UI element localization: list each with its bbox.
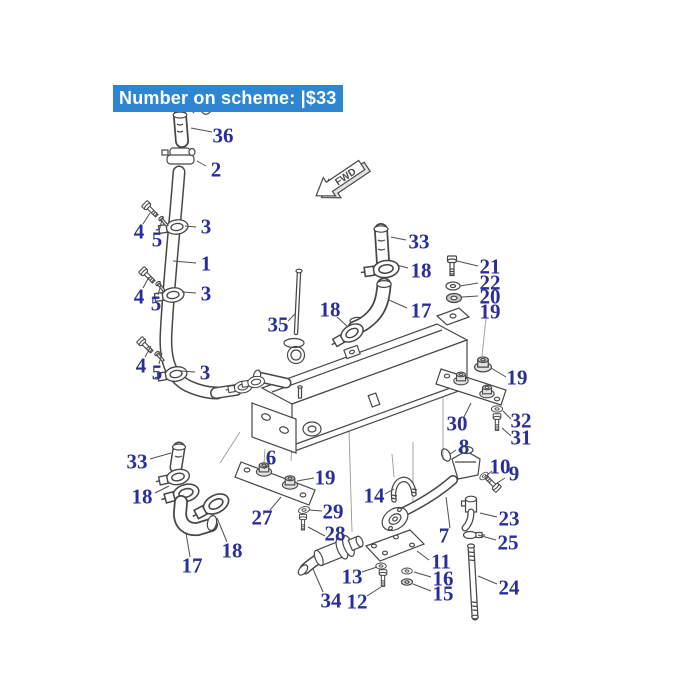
part-number-label: 5 [151,360,163,385]
part-number-label: 30 [446,411,468,436]
part-number-label: 29 [322,499,344,524]
tube-7-assembly [364,445,503,587]
part-number-label: 31 [510,425,532,450]
part-number-label: 19 [506,365,528,390]
part-number-label: 18 [131,484,153,509]
clamp-18 [327,319,368,353]
fitting-rod-assembly [460,495,485,621]
bracket-27-assembly [234,461,316,506]
part-number-label: 9 [508,461,520,486]
right-mount-stack [435,255,507,431]
part-number-label: 36 [212,123,234,148]
part-number-label: 20 [479,284,501,309]
part-number-label: 5 [151,227,163,252]
washer-16 [401,567,413,575]
part-number-label: 3 [200,214,212,239]
part-number-label: 17 [181,553,203,578]
bolt-12 [378,569,388,587]
tube-7-flange [381,506,409,532]
lower-hose-set [153,441,233,537]
bolt-4 [135,335,156,356]
part-number-label: 35 [267,312,289,337]
part-number-label: 5 [150,291,162,316]
grommet-19 [281,475,299,490]
washer-32 [490,405,504,413]
part-number-label: 34 [320,588,342,613]
header-highlight: Number on scheme: |$33 [113,85,343,112]
part-number-label: 21 [479,254,501,279]
fwd-arrow: FWD [315,159,372,199]
bolt-28 [298,513,308,531]
part-number-label: 12 [346,589,368,614]
washer-20 [445,292,463,304]
part-number-label: 32 [510,408,532,433]
part-number-label: 28 [324,521,346,546]
bolt-31 [492,413,502,431]
part-number-label: 18 [319,297,341,322]
part-number-label: 14 [363,483,385,508]
washer-22 [445,281,461,291]
part-number-label: 7 [438,523,450,548]
coupling-assembly [297,504,364,576]
part-number-label: 33 [126,449,148,474]
part-number-label: 13 [341,564,363,589]
leader-lines [142,127,512,597]
nut-15 [400,578,414,586]
part-number-label: 6 [265,445,277,470]
fitting-23 [460,495,478,532]
part-number-label: 17 [410,298,432,323]
part-number-label: 1 [200,251,212,276]
clamp-25 [462,530,485,540]
part-number-label: 4 [135,353,147,378]
u-bolt-14 [390,476,418,503]
bolt-4 [137,265,158,286]
grommet-19 [473,356,493,373]
part-number-label: 27 [251,505,273,530]
part-number-label: 3 [200,281,212,306]
part-number-label: 33 [408,229,430,254]
part-number-label: 24 [498,575,520,600]
part-number-label: 23 [498,506,520,531]
part-number-label: 2 [210,157,222,182]
gasket [283,337,305,349]
part-number-label: 18 [221,538,243,563]
bolt-4 [140,199,161,220]
washer-29 [297,504,311,516]
part-number-label: 22 [479,270,501,295]
clamp-2 [161,147,196,165]
part-number-label: 25 [497,530,519,555]
upper-hose-set [327,223,401,353]
part-number-label: 19 [314,465,336,490]
bolt-21 [446,255,458,277]
tube-1-assembly [135,109,224,400]
coupling-28 [313,535,364,567]
part-number-label: 3 [199,360,211,385]
o-ring-8 [440,448,452,462]
part-number-label: 4 [133,219,145,244]
drain-pin [297,385,303,399]
header-text: Number on scheme: |$33 [119,88,337,108]
washer-13 [375,562,387,570]
part-number-label: 19 [479,299,501,324]
rod-24 [466,543,479,621]
part-number-label: 15 [432,581,454,606]
part-number-label: 8 [458,434,470,459]
part-number-label: 4 [133,284,145,309]
part-number-label: 11 [431,549,451,574]
part-number-label: 10 [489,454,511,479]
part-number-label: 18 [410,258,432,283]
tank-body [210,268,471,454]
clamp-18 [358,258,401,282]
part-number-label: 16 [432,566,454,591]
